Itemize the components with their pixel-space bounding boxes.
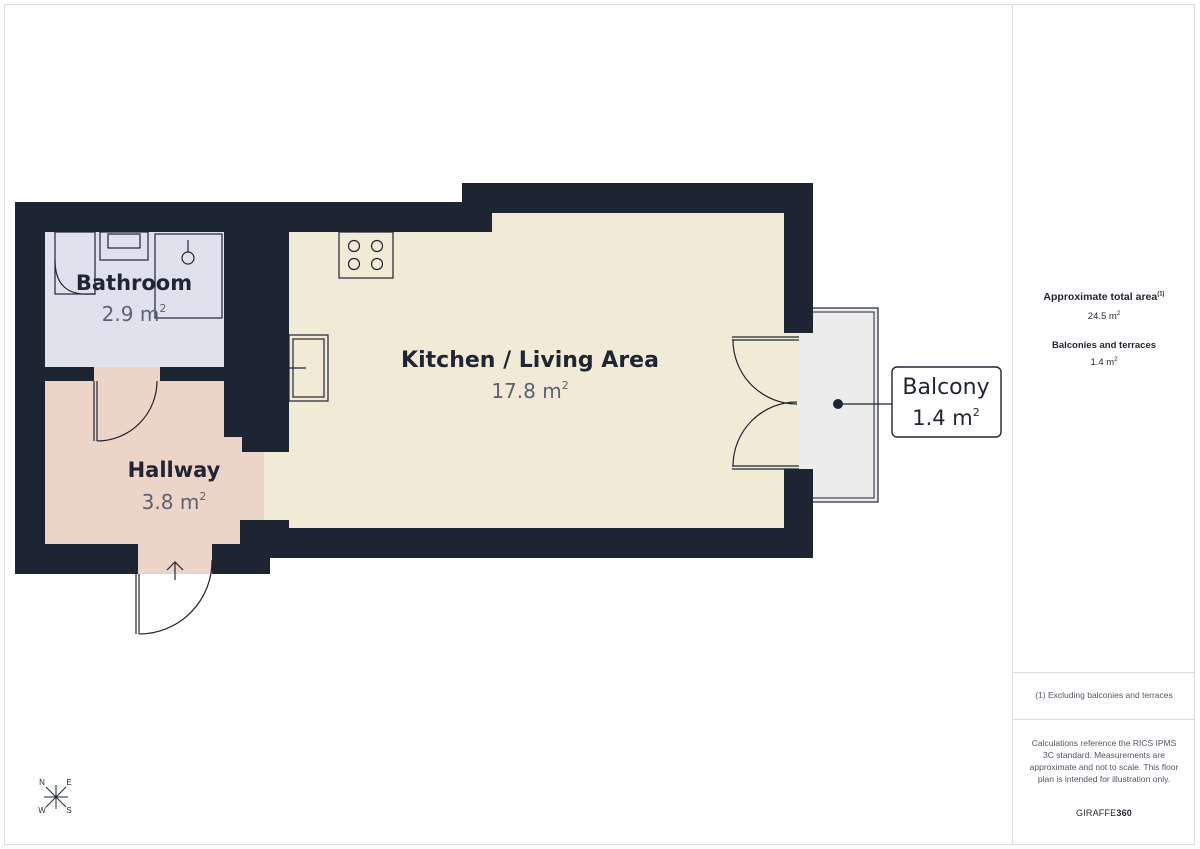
compass-s: S [66, 806, 71, 815]
bathroom-door [93, 380, 158, 442]
balconies-value: 1.4 m2 [1090, 357, 1118, 369]
bathtub-toilet [54, 231, 223, 319]
page-frame [4, 4, 1195, 845]
balcony-area: 1.4 m2 [912, 406, 980, 430]
compass-n: N [39, 778, 45, 787]
kitchen-label: Kitchen / Living Area [401, 348, 659, 373]
total-area-block: Approximate total area(1) 24.5 m2 [1013, 291, 1195, 322]
compass-w: W [38, 806, 46, 815]
compass-icon: N E W S [38, 778, 71, 815]
balcony-doors [732, 336, 799, 470]
bathroom-label: Bathroom [76, 271, 192, 295]
balcony-callout [891, 366, 1002, 438]
divider [1013, 719, 1195, 720]
divider [1013, 672, 1195, 673]
entry-door [135, 559, 213, 635]
kitchen-area: 17.8 m2 [491, 379, 568, 403]
disclaimer: Calculations reference the RICS IPMS 3C … [1029, 738, 1179, 784]
hallway-label: Hallway [128, 458, 221, 482]
balcony-label: Balcony [902, 375, 989, 400]
hallway-floor [45, 381, 264, 574]
sidebar: Approximate total area(1) 24.5 m2 Balcon… [1012, 4, 1195, 845]
bathroom-floor [45, 232, 224, 367]
hob-icon [338, 231, 394, 279]
sink-icon [288, 334, 329, 402]
total-area-value: 24.5 m2 [1087, 311, 1121, 323]
kitchen-floor [264, 213, 799, 528]
floor-plan: Kitchen / Living Area 17.8 m2 Bathroom 2… [15, 183, 1002, 815]
footnote: (1) Excluding balconies and terraces [1035, 690, 1173, 700]
compass-e: E [66, 778, 71, 787]
bathroom-area: 2.9 m2 [102, 302, 167, 326]
brand-logo: GIRAFFE360 [1075, 808, 1133, 818]
balconies-heading: Balconies and terraces [1051, 340, 1157, 351]
total-area-heading: Approximate total area(1) [1043, 291, 1165, 303]
balconies-block: Balconies and terraces 1.4 m2 [1013, 340, 1195, 368]
hallway-area: 3.8 m2 [142, 490, 207, 514]
